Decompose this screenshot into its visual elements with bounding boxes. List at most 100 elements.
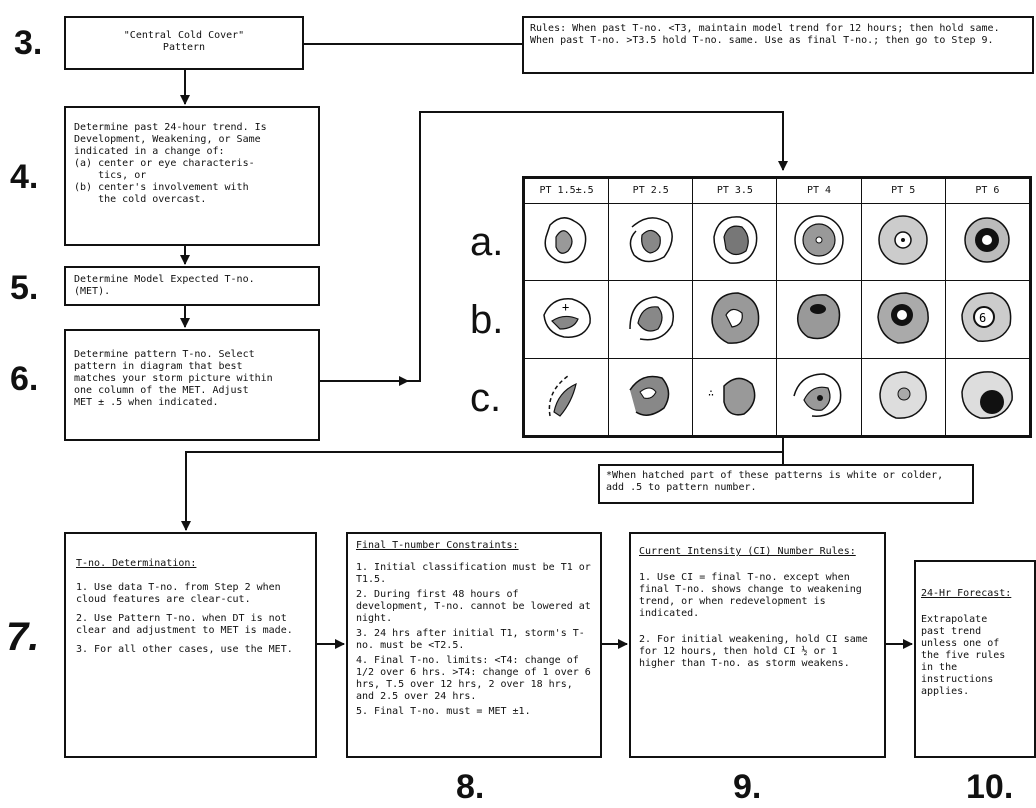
storm-pattern-icon	[797, 293, 841, 339]
pattern-cell	[608, 203, 694, 282]
storm-pattern-icon	[629, 217, 673, 263]
storm-pattern-icon	[877, 291, 930, 344]
step-10-box: 24-Hr Forecast: Extrapolate past trend u…	[914, 560, 1036, 758]
step-number-10: 10.	[966, 768, 1014, 806]
step-10-line: in the	[921, 662, 958, 673]
step-number-8: 8.	[456, 768, 485, 806]
step-5-line: (MET).	[74, 286, 111, 297]
pattern-cell	[776, 280, 862, 359]
step-3-subtitle: Pattern	[162, 42, 206, 53]
step-8-item: 1. Initial classification must be T1 or …	[356, 562, 591, 585]
row-label-c: c.	[470, 376, 502, 420]
step-number-3: 3.	[14, 24, 43, 62]
row-label-b: b.	[470, 298, 504, 342]
pattern-cell	[608, 357, 694, 437]
step-6-line: pattern in diagram that best	[74, 361, 243, 372]
step-7-item: 3. For all other cases, use the MET.	[76, 644, 293, 655]
step-10-line: Extrapolate	[921, 614, 988, 625]
step-10-line: applies.	[921, 686, 970, 697]
pattern-cell	[860, 280, 946, 359]
storm-pattern-icon	[711, 291, 760, 344]
step-number-9: 9.	[733, 768, 762, 806]
svg-text:6: 6	[979, 311, 986, 325]
step-8-item: 4. Final T-no. limits: <T4: change of 1/…	[356, 655, 591, 702]
pattern-cell	[944, 357, 1031, 437]
step-6-line: matches your storm picture within	[74, 373, 273, 384]
storm-pattern-icon	[879, 371, 928, 419]
column-header: PT 4	[776, 177, 862, 205]
storm-pattern-icon	[964, 217, 1011, 263]
hatched-note-box: *When hatched part of these patterns is …	[598, 464, 974, 504]
rules-text: Rules: When past T-no. <T3, maintain mod…	[530, 23, 1000, 46]
step-6-box: Determine pattern T-no. Select pattern i…	[64, 329, 320, 441]
storm-pattern-icon	[544, 217, 586, 264]
pattern-cell	[860, 357, 946, 437]
step-10-line: instructions	[921, 674, 994, 685]
step-4-line: Development, Weakening, or Same	[74, 134, 261, 145]
step-7-box: T-no. Determination: 1. Use data T-no. f…	[64, 532, 317, 758]
storm-pattern-icon	[629, 375, 669, 416]
step-6-line: MET ± .5 when indicated.	[74, 397, 219, 408]
step-9-box: Current Intensity (CI) Number Rules: 1. …	[629, 532, 886, 758]
step-5-box: Determine Model Expected T-no. (MET).	[64, 266, 320, 306]
pattern-cell	[860, 203, 946, 282]
pattern-cell	[692, 280, 778, 359]
step-4-line: (b) center's involvement with	[74, 182, 249, 193]
step-number-7: 7.	[6, 615, 40, 659]
storm-pattern-icon	[961, 370, 1014, 419]
pattern-cell: +	[523, 280, 610, 359]
hatched-note-text: *When hatched part of these patterns is …	[606, 470, 944, 493]
step-7-item: 2. Use Pattern T-no. when DT is not clea…	[76, 613, 293, 636]
step-4-line: (a) center or eye characteris-	[74, 158, 255, 169]
pattern-cell	[523, 357, 610, 437]
step-8-box: Final T-number Constraints: 1. Initial c…	[346, 532, 602, 758]
step-4-line: tics, or	[74, 170, 147, 181]
pattern-cell	[944, 203, 1031, 282]
step-10-line: the five rules	[921, 650, 1006, 661]
pattern-cell: 6	[944, 280, 1031, 359]
step-3-title: "Central Cold Cover"	[123, 30, 245, 41]
svg-text:∴: ∴	[708, 388, 714, 399]
storm-pattern-icon	[794, 215, 844, 265]
step-number-5: 5.	[10, 269, 39, 307]
step-10-heading: 24-Hr Forecast:	[921, 588, 1012, 599]
step-7-item: 1. Use data T-no. from Step 2 when cloud…	[76, 582, 281, 605]
step-8-item: 5. Final T-no. must = MET ±1.	[356, 706, 531, 717]
pattern-cell	[776, 203, 862, 282]
pattern-cell	[776, 357, 862, 437]
column-header: PT 1.5±.5	[523, 177, 610, 205]
step-4-line: the cold overcast.	[74, 194, 207, 205]
pattern-cell	[523, 203, 610, 282]
step-10-line: past trend	[921, 626, 982, 637]
step-8-heading: Final T-number Constraints:	[356, 540, 519, 551]
step-8-item: 2. During first 48 hours of development,…	[356, 589, 591, 624]
pattern-cell	[692, 203, 778, 282]
column-header: PT 3.5	[692, 177, 778, 205]
step-8-item: 3. 24 hrs after initial T1, storm's T-no…	[356, 628, 585, 651]
storm-pattern-icon	[878, 215, 928, 265]
step-number-4: 4.	[10, 158, 39, 196]
svg-text:+: +	[562, 300, 569, 314]
step-4-box: Determine past 24-hour trend. Is Develop…	[64, 106, 320, 246]
step-9-item: 2. For initial weakening, hold CI same f…	[639, 634, 868, 669]
pattern-diagram: PT 1.5±.5 PT 2.5 PT 3.5 PT 4 PT 5 PT 6 +…	[522, 176, 1032, 438]
pattern-cell	[608, 280, 694, 359]
step-10-line: unless one of	[921, 638, 1000, 649]
rules-box: Rules: When past T-no. <T3, maintain mod…	[522, 16, 1034, 74]
step-5-line: Determine Model Expected T-no.	[74, 274, 255, 285]
column-header: PT 5	[860, 177, 946, 205]
step-3-box: "Central Cold Cover" Pattern	[64, 16, 304, 70]
column-header: PT 2.5	[608, 177, 694, 205]
step-9-item: 1. Use CI = final T-no. except when fina…	[639, 572, 862, 619]
step-7-heading: T-no. Determination:	[76, 558, 197, 569]
row-label-a: a.	[470, 220, 504, 264]
column-header: PT 6	[944, 177, 1031, 205]
storm-pattern-icon	[713, 216, 758, 265]
step-6-line: Determine pattern T-no. Select	[74, 349, 255, 360]
step-number-6: 6.	[10, 360, 39, 398]
storm-pattern-icon	[628, 295, 674, 340]
storm-pattern-icon	[793, 373, 842, 417]
storm-pattern-icon	[548, 375, 577, 417]
storm-pattern-icon: 6	[961, 291, 1012, 342]
